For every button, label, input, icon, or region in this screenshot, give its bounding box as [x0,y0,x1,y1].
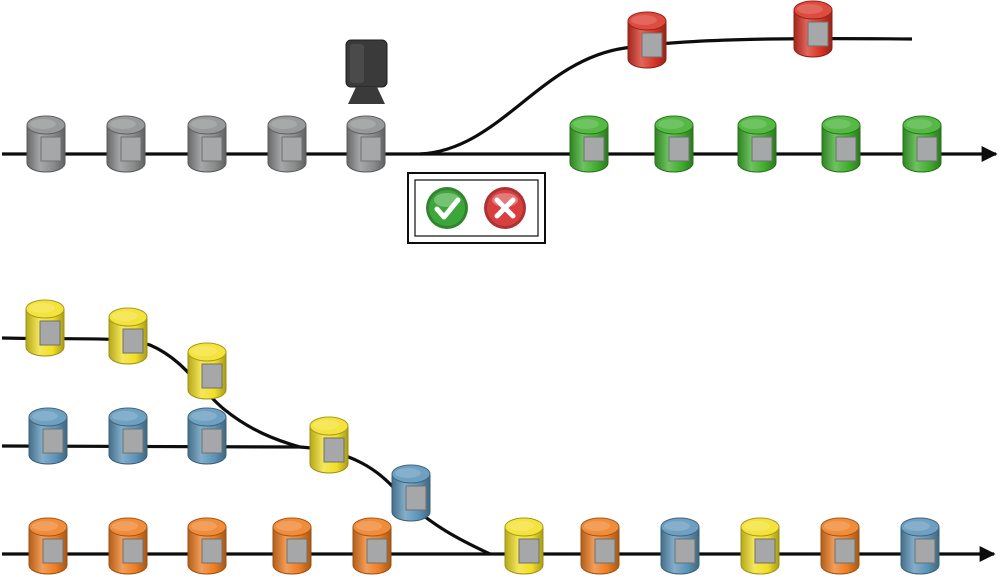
merge-canister-blue [391,464,431,522]
incoming-1-canister-yellow [25,299,65,357]
bottom-canister-blue [660,517,700,575]
top-canister-red [793,0,833,58]
inspection-panel [407,172,546,244]
bottom-canister-orange [108,517,148,575]
bottom-canister-orange [820,517,860,575]
top-canister-gray [26,115,66,173]
top-canister-gray [187,115,227,173]
cross-icon[interactable] [484,187,526,229]
conveyor-lines [1,36,998,562]
top-canister-green [569,115,609,173]
top-canister-green [654,115,694,173]
bottom-canister-blue [900,517,940,575]
top-canister-gray [106,115,146,173]
top-canister-gray [346,115,386,173]
bottom-canister-orange [352,517,392,575]
bottom-canister-yellow [504,517,544,575]
top-canister-gray [267,115,307,173]
bottom-canister-orange [187,517,227,575]
top-canister-green [737,115,777,173]
top-canister-red [627,11,667,69]
incoming-2-canister-blue [187,407,227,465]
incoming-1-canister-yellow [108,307,148,365]
incoming-2-canister-blue [108,407,148,465]
bottom-canister-orange [580,517,620,575]
bottom-canister-orange [272,517,312,575]
camera-icon [345,39,388,104]
incoming-line-1 [1,336,301,449]
top-canister-green [902,115,942,173]
merge-canister-yellow [309,416,349,474]
incoming-2-canister-blue [28,407,68,465]
conveyor-items [25,0,942,575]
top-canister-green [821,115,861,173]
bottom-canister-orange [28,517,68,575]
bottom-canister-yellow [740,517,780,575]
checkmark-icon[interactable] [426,187,468,229]
incoming-1-canister-yellow [187,342,227,400]
inspection-station [345,39,546,244]
